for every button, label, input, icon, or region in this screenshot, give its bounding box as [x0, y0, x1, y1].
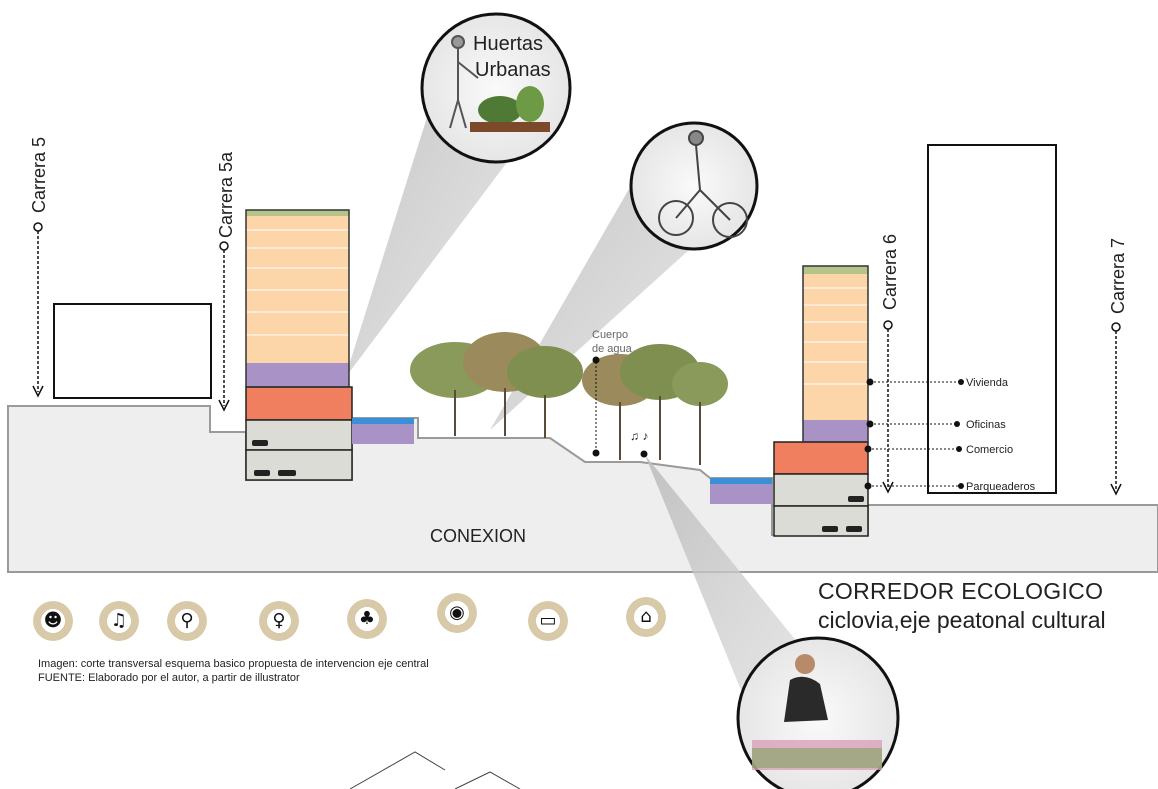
gardener-sketch	[449, 35, 479, 129]
car-icon: ▭	[528, 601, 568, 641]
cyclist-sketch	[658, 130, 748, 238]
corridor-title-line1: CORREDOR ECOLOGICO	[818, 578, 1104, 604]
camera-icon: ◉	[437, 593, 477, 633]
cuerpo-line1: Cuerpo	[592, 329, 628, 341]
theater-masks-icon: ☻	[33, 601, 73, 641]
street-marker-carrera6	[882, 320, 894, 494]
water-channel-right	[710, 478, 772, 484]
water-channel-left	[352, 418, 414, 424]
tree-trunks	[454, 388, 701, 465]
building-right	[927, 144, 1057, 494]
music-notes: ♫ ♪	[630, 429, 648, 443]
use-dots	[864, 378, 964, 490]
water-base-left	[352, 424, 414, 444]
use-oficinas: Oficinas	[966, 419, 1006, 431]
building-left	[53, 303, 212, 399]
tree-canopy	[410, 332, 728, 406]
caption-line2: FUENTE: Elaborado por el autor, a partir…	[38, 672, 300, 684]
corridor-title: CORREDOR ECOLOGICO ciclovia,eje peatonal…	[818, 577, 1106, 635]
label-carrera6: Carrera 6	[880, 234, 900, 310]
tower-left	[245, 209, 353, 481]
huertas-line1: Huertas	[473, 33, 543, 55]
garden-plants	[470, 86, 550, 132]
tree-icon: ♣	[347, 599, 387, 639]
corridor-title-line2: ciclovia,eje peatonal cultural	[818, 607, 1106, 633]
car-icons	[252, 440, 864, 532]
street-marker-carrera5a	[218, 241, 230, 412]
caption-line1: Imagen: corte transversal esquema basico…	[38, 658, 429, 670]
water-base-right	[710, 484, 772, 504]
tower-right	[773, 265, 869, 537]
bubble-ciclista	[629, 121, 759, 251]
street-marker-carrera7	[1110, 322, 1122, 496]
seated-person-sketch	[752, 654, 882, 770]
street-marker-carrera5	[32, 222, 44, 398]
huertas-line2: Urbanas	[475, 59, 551, 81]
use-comercio: Comercio	[966, 444, 1013, 456]
bottom-sketch	[349, 751, 521, 789]
person-icon: ♀	[259, 601, 299, 641]
bicycle-icon: ⚲	[167, 601, 207, 641]
music-icon: ♫	[99, 601, 139, 641]
figure-caption: Imagen: corte transversal esquema basico…	[38, 657, 429, 685]
label-carrera5: Carrera 5	[29, 137, 49, 213]
use-vivienda: Vivienda	[966, 377, 1009, 389]
label-carrera5a: Carrera 5a	[216, 151, 236, 238]
ground-label: CONEXION	[430, 526, 526, 546]
cuerpo-line2: de agua	[592, 343, 633, 355]
cone-persona	[645, 455, 820, 700]
house-icon: ⌂	[626, 597, 666, 637]
use-parqueaderos: Parqueaderos	[966, 481, 1036, 493]
label-carrera7: Carrera 7	[1108, 238, 1128, 314]
use-leaders	[868, 381, 960, 487]
